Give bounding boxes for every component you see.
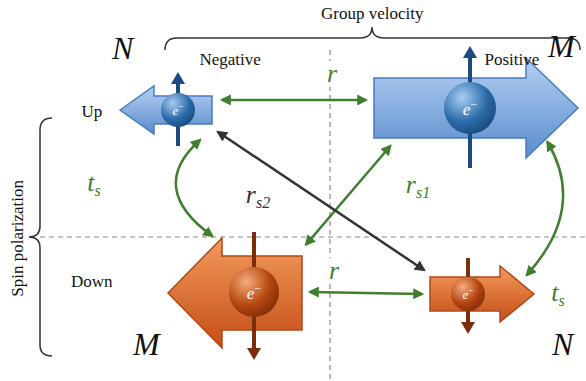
state-name: N: [552, 328, 573, 360]
text-base: e: [173, 103, 179, 118]
state-name: N: [112, 32, 133, 64]
spin-arrowhead: [461, 322, 475, 334]
arrow-body: [120, 86, 212, 134]
text-base: e: [247, 283, 255, 302]
text-base: r: [327, 59, 337, 88]
text-base: e: [463, 287, 469, 302]
transition-arrow: [176, 140, 212, 236]
spin-arrowhead: [463, 46, 477, 58]
text-index: s2: [256, 193, 270, 210]
text-base: t: [551, 278, 558, 307]
arrow-body: [168, 238, 302, 348]
electron-sphere: e−: [229, 267, 279, 317]
coefficient-label: ts: [549, 280, 567, 309]
spin-state-arrow: e−M: [168, 238, 302, 348]
spin-arrowhead: [247, 348, 261, 360]
spin-state-arrow: e−M: [374, 58, 578, 158]
arrow-body: [430, 266, 534, 322]
axis-title: Group velocity: [321, 5, 423, 24]
electron-sphere: e−: [451, 277, 485, 311]
electron-sphere: e−: [444, 82, 496, 134]
text-base: t: [87, 168, 94, 197]
axis-category: Up: [82, 103, 103, 122]
transition-arrow: [218, 132, 424, 270]
electron-sphere: e−: [161, 93, 195, 127]
transition-arrow: [306, 146, 390, 245]
text-index: s: [94, 181, 100, 198]
text-base: r: [406, 170, 416, 199]
text-index: −: [470, 97, 477, 111]
text-index: s: [558, 291, 564, 308]
electron-label: e−: [173, 103, 184, 117]
text-base: r: [329, 256, 339, 285]
spin-arrowhead: [171, 72, 185, 84]
text-base: r: [246, 180, 256, 209]
coefficient-label: r: [327, 258, 341, 284]
text-base: e: [463, 99, 471, 118]
state-name: M: [133, 328, 160, 360]
spin-state-arrow: e−N: [120, 86, 212, 134]
spin-state-arrow: e−N: [430, 266, 534, 322]
top-brace: [165, 27, 580, 50]
axis-title: Spin polarization: [8, 180, 27, 297]
text-index: −: [468, 286, 473, 296]
arrow-body: [374, 58, 578, 158]
text-index: −: [178, 102, 183, 112]
transition-arrow: [527, 142, 563, 275]
text-index: s1: [416, 183, 430, 200]
axis-category: Down: [71, 273, 113, 292]
coefficient-label: r: [325, 61, 339, 87]
axis-category: Negative: [200, 51, 261, 70]
state-name: M: [548, 30, 575, 62]
transition-arrow: [222, 99, 366, 102]
coefficient-label: ts: [85, 170, 103, 199]
left-brace: [29, 118, 52, 356]
axis-category: Positive: [485, 51, 540, 70]
text-index: −: [254, 281, 261, 295]
electron-label: e−: [463, 99, 477, 118]
electron-label: e−: [247, 283, 261, 302]
transition-arrow: [310, 292, 422, 294]
electron-label: e−: [463, 287, 474, 301]
coefficient-label: rs2: [244, 182, 272, 211]
coefficient-label: rs1: [404, 172, 432, 201]
